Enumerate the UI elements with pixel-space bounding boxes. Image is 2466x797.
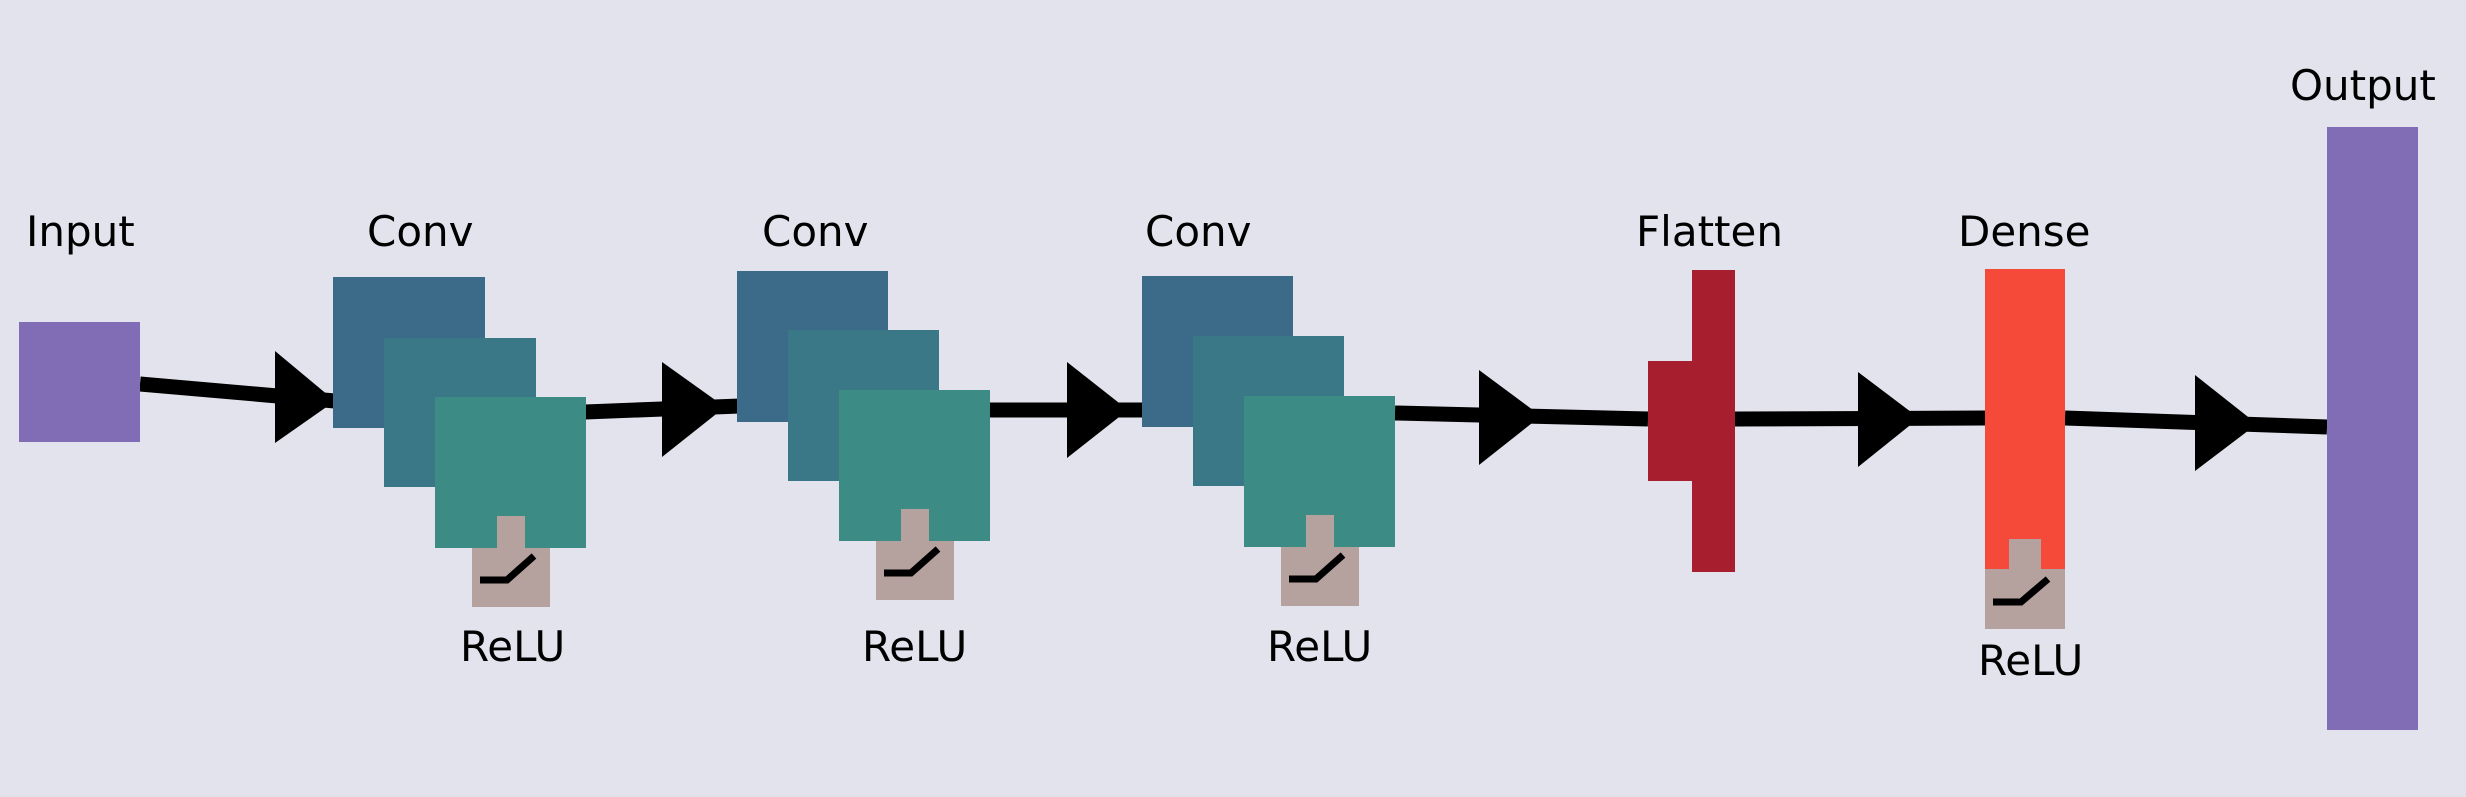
dense-layer: Dense ReLU (1958, 207, 2091, 685)
relu-notch (525, 516, 550, 548)
relu-notch (929, 509, 954, 541)
conv-layer-3: Conv ReLU (1142, 207, 1395, 671)
flatten-bar-wide (1648, 361, 1735, 481)
arrowhead-icon (1479, 370, 1541, 465)
arrowhead-icon (2195, 375, 2257, 471)
relu-label-3: ReLU (1267, 622, 1372, 671)
arrowhead-icon (662, 362, 725, 457)
relu-notch (1334, 515, 1359, 547)
flatten-label: Flatten (1636, 207, 1783, 256)
relu-label-2: ReLU (862, 622, 967, 671)
conv-label-1: Conv (367, 207, 474, 256)
relu-label-4: ReLU (1978, 636, 2083, 685)
relu-curve-icon (1993, 576, 2051, 606)
input-layer-block (19, 322, 140, 442)
conv-layer-2: Conv ReLU (737, 207, 990, 671)
arrowhead-icon (1067, 362, 1128, 458)
relu-notch (876, 509, 901, 541)
relu-label-1: ReLU (460, 622, 565, 671)
arrowhead-icon (275, 351, 335, 443)
dense-block (1985, 269, 2065, 570)
relu-notch (472, 516, 497, 548)
output-layer-block (2327, 127, 2418, 730)
conv-label-2: Conv (762, 207, 869, 256)
relu-curve-icon (1289, 552, 1346, 583)
output-label: Output (2290, 61, 2436, 110)
relu-notch (1281, 515, 1306, 547)
dense-label: Dense (1958, 207, 2091, 256)
flatten-layer: Flatten (1636, 207, 1783, 572)
relu-notch (1985, 539, 2009, 569)
conv-label-3: Conv (1145, 207, 1252, 256)
relu-notch (2041, 539, 2065, 569)
arrowhead-icon (1858, 372, 1919, 467)
input-label: Input (26, 207, 135, 256)
relu-curve-icon (480, 553, 537, 584)
conv-layer-1: Conv ReLU (333, 207, 586, 671)
arrowheads (275, 351, 2257, 471)
relu-curve-icon (884, 546, 941, 577)
